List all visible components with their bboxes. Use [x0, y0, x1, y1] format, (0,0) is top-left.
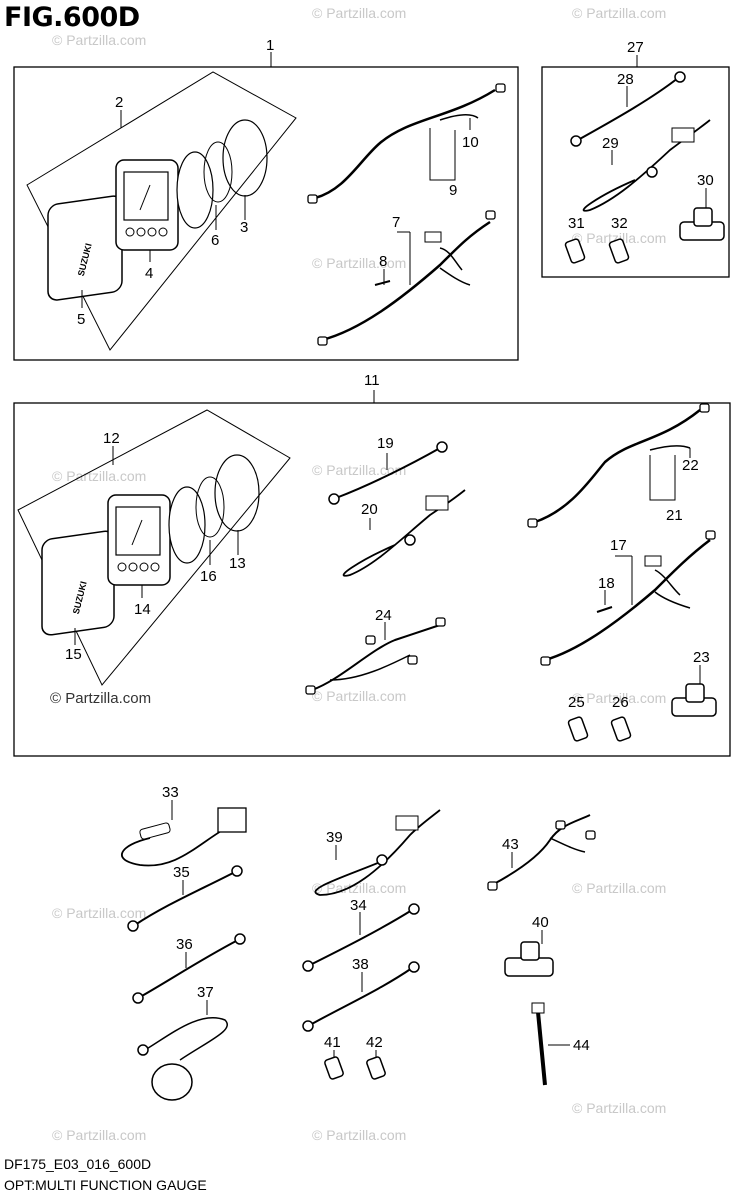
callout-43: 43 — [502, 836, 519, 853]
figure-title: FIG.600D — [4, 2, 140, 33]
diagram-code: DF175_E03_016_600D — [4, 1156, 152, 1172]
watermark: © Partzilla.com — [52, 1127, 147, 1143]
callout-31: 31 — [568, 215, 585, 232]
callout-7: 7 — [392, 214, 400, 231]
watermark: © Partzilla.com — [572, 690, 667, 706]
callout-34: 34 — [350, 897, 367, 914]
callout-35: 35 — [173, 864, 190, 881]
callout-19: 19 — [377, 435, 394, 452]
callout-27: 27 — [627, 39, 644, 56]
watermark: © Partzilla.com — [572, 5, 667, 21]
callout-28: 28 — [617, 71, 634, 88]
t-connector-23 — [671, 683, 717, 717]
callout-6: 6 — [211, 232, 219, 249]
callout-17: 17 — [610, 537, 627, 554]
watermark: © Partzilla.com — [52, 905, 147, 921]
watermark: © Partzilla.com — [312, 688, 407, 704]
callout-23: 23 — [693, 649, 710, 666]
callout-20: 20 — [361, 501, 378, 518]
callout-21: 21 — [666, 507, 683, 524]
callout-1: 1 — [266, 37, 274, 54]
callout-2: 2 — [115, 94, 123, 111]
assembly-box-1 — [13, 66, 519, 361]
callout-36: 36 — [176, 936, 193, 953]
callout-41: 41 — [324, 1034, 341, 1051]
watermark: © Partzilla.com — [572, 880, 667, 896]
callout-12: 12 — [103, 430, 120, 447]
t-connector-40 — [504, 941, 554, 977]
callout-39: 39 — [326, 829, 343, 846]
watermark: © Partzilla.com — [312, 5, 407, 21]
callout-9: 9 — [449, 182, 457, 199]
assembly-box-27 — [541, 66, 730, 278]
gauge-assembly-12: SUZUKI — [41, 454, 260, 645]
watermark: © Partzilla.com — [50, 690, 152, 707]
watermark: © Partzilla.com — [572, 1100, 667, 1116]
callout-4: 4 — [145, 265, 153, 282]
callout-38: 38 — [352, 956, 369, 973]
callout-40: 40 — [532, 914, 549, 931]
diagram-subtitle: OPT:MULTI FUNCTION GAUGE — [4, 1177, 207, 1193]
callout-8: 8 — [379, 253, 387, 270]
callout-32: 32 — [611, 215, 628, 232]
callout-10: 10 — [462, 134, 479, 151]
callout-24: 24 — [375, 607, 392, 624]
gauge-assembly-2: SUZUKI — [47, 119, 268, 308]
assembly-box-11 — [13, 402, 731, 757]
callout-15: 15 — [65, 646, 82, 663]
callout-29: 29 — [602, 135, 619, 152]
watermark: © Partzilla.com — [312, 255, 407, 271]
callout-33: 33 — [162, 784, 179, 801]
callout-16: 16 — [200, 568, 217, 585]
callout-22: 22 — [682, 457, 699, 474]
callout-14: 14 — [134, 601, 151, 618]
callout-42: 42 — [366, 1034, 383, 1051]
callout-25: 25 — [568, 694, 585, 711]
callout-5: 5 — [77, 311, 85, 328]
callout-44: 44 — [573, 1037, 590, 1054]
callout-37: 37 — [197, 984, 214, 1001]
watermark: © Partzilla.com — [572, 230, 667, 246]
watermark: © Partzilla.com — [312, 1127, 407, 1143]
t-connector-30 — [679, 207, 725, 241]
callout-30: 30 — [697, 172, 714, 189]
callout-13: 13 — [229, 555, 246, 572]
watermark: © Partzilla.com — [52, 32, 147, 48]
callout-18: 18 — [598, 575, 615, 592]
callout-3: 3 — [240, 219, 248, 236]
callout-26: 26 — [612, 694, 629, 711]
watermark: © Partzilla.com — [312, 462, 407, 478]
callout-11: 11 — [364, 372, 380, 389]
